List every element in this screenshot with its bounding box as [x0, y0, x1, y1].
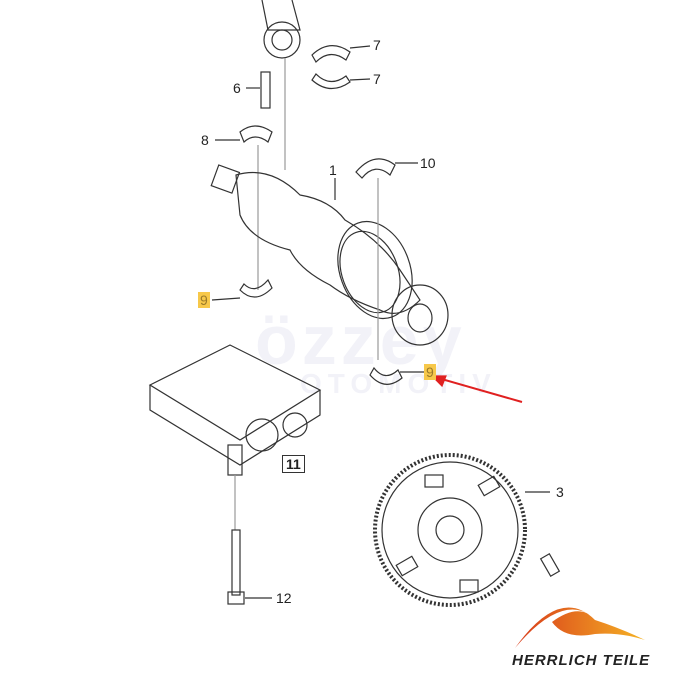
- bolt-12: [231, 529, 241, 596]
- brand-logo: [515, 607, 645, 648]
- label-7b: 7: [373, 71, 381, 87]
- label-12: 12: [276, 590, 292, 606]
- bearing-shell-9a: [239, 278, 273, 298]
- bearing-shell-10: [355, 158, 396, 179]
- label-1: 1: [329, 162, 337, 178]
- label-9b: 9: [424, 364, 436, 380]
- flexplate-bolt: [539, 553, 561, 577]
- flexplate-3: [373, 453, 527, 607]
- bolt-6: [260, 71, 271, 109]
- label-3: 3: [556, 484, 564, 500]
- label-8: 8: [201, 132, 209, 148]
- label-7a: 7: [373, 37, 381, 53]
- bearing-shell-9b: [369, 366, 403, 385]
- label-11: 11: [282, 455, 305, 473]
- pointer-arrow: [437, 377, 523, 403]
- brand-name: HERRLICH TEILE: [512, 652, 651, 669]
- bearing-shell-8: [239, 125, 273, 144]
- bearing-shell-7a: [311, 45, 351, 63]
- label-9a: 9: [198, 292, 210, 308]
- connecting-rod: [261, 0, 301, 170]
- label-10: 10: [420, 155, 436, 171]
- crankshaft: [210, 164, 449, 346]
- label-6: 6: [233, 80, 241, 96]
- bearing-ladder-11: [148, 344, 322, 530]
- bearing-shell-7b: [311, 73, 351, 90]
